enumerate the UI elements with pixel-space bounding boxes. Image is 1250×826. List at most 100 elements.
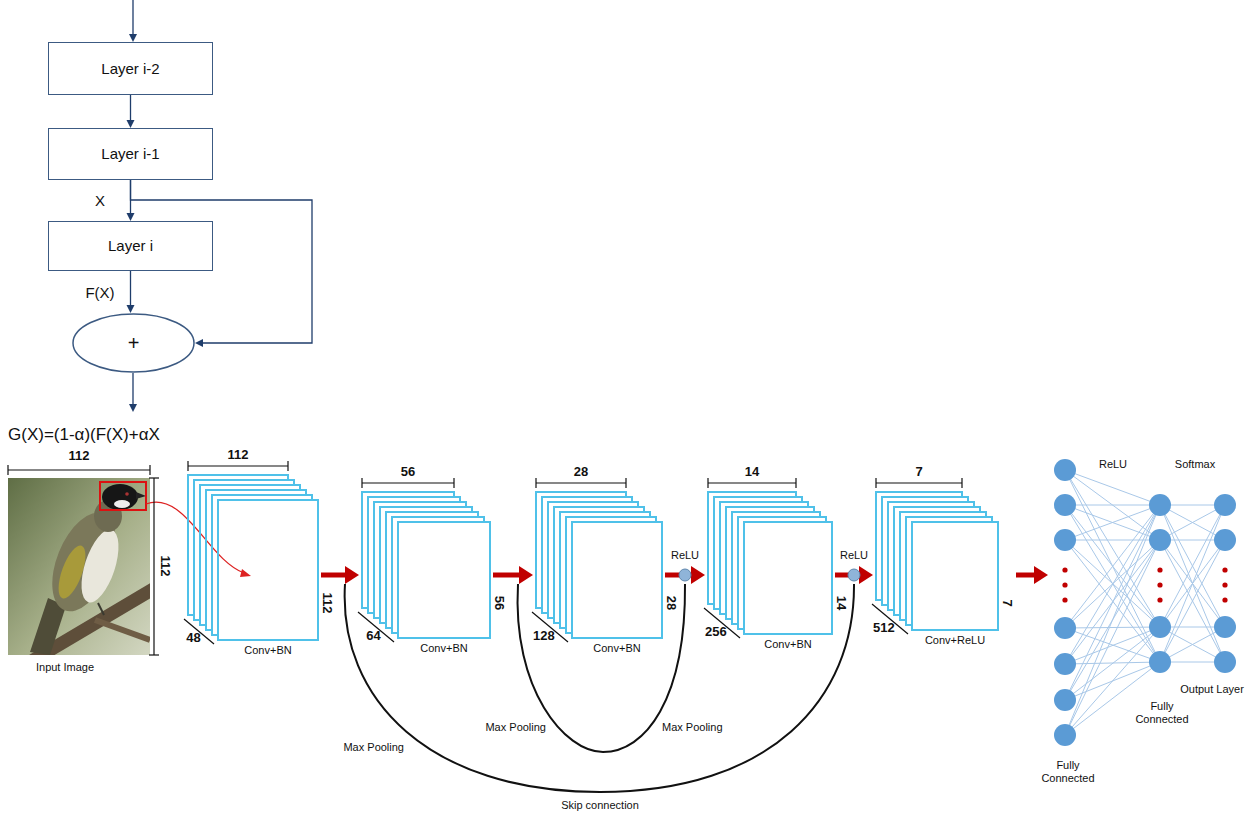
input-arrow	[132, 0, 133, 35]
flow-arrow-shaft	[493, 573, 520, 578]
layer-caption: Conv+BN	[244, 644, 291, 657]
layer-box: Layer i-1	[48, 128, 213, 180]
feature-map-stack: Conv+BN	[536, 492, 662, 638]
sum-ellipse: +	[72, 313, 195, 373]
neuron	[1214, 651, 1236, 673]
dimension-label: 14	[745, 464, 759, 480]
network-weight	[1065, 505, 1160, 627]
feature-maps	[362, 492, 490, 638]
skip-curve	[345, 584, 854, 792]
neuron	[1214, 529, 1236, 551]
bird-belly	[74, 525, 126, 607]
text-label: ReLU	[840, 549, 868, 562]
sum-symbol: +	[128, 331, 140, 355]
dimension-label: 256	[705, 624, 727, 640]
feature-map	[200, 485, 300, 625]
network-weight	[1065, 540, 1160, 627]
ellipsis-dot	[1222, 582, 1227, 587]
ellipsis-dot	[1062, 582, 1067, 587]
flow-arrow	[665, 566, 705, 584]
branch	[95, 620, 150, 640]
dimension-label: 48	[186, 630, 200, 646]
bird-head	[102, 484, 138, 510]
neuron	[1149, 651, 1171, 673]
dimension-label: 7	[999, 599, 1015, 606]
network-weight	[1065, 505, 1160, 628]
neuron	[1054, 653, 1076, 675]
feature-map	[732, 512, 820, 624]
ellipsis-dot	[1062, 597, 1067, 602]
network-weight	[1160, 505, 1225, 627]
layer-box: Layer i	[48, 221, 213, 271]
network-weight	[1065, 505, 1160, 506]
neuron	[1054, 494, 1076, 516]
feature-map	[542, 497, 632, 613]
feature-map-stack: Conv+BN	[708, 492, 832, 634]
flow-arrow	[493, 566, 533, 584]
feature-map	[566, 517, 656, 633]
neuron	[1149, 529, 1171, 551]
feature-map	[206, 490, 306, 630]
network-weight	[1160, 627, 1225, 662]
feature-map	[726, 507, 814, 619]
layer-caption: Conv+ReLU	[925, 634, 985, 647]
dimension-label: 128	[533, 628, 555, 644]
feature-map-front	[218, 500, 318, 640]
text-label: Fully Connected	[1131, 700, 1193, 726]
text-label: ReLU	[671, 549, 699, 562]
dimension-label: 28	[663, 596, 679, 610]
feature-map	[560, 512, 650, 628]
dimension-label: 56	[491, 596, 507, 610]
layer-box: Layer i-2	[48, 42, 213, 95]
text-label: G(X)=(1-α)(F(X)+αX	[8, 425, 160, 445]
feature-maps	[536, 492, 662, 638]
neuron	[1054, 459, 1076, 481]
arrow-head	[1034, 566, 1048, 584]
neuron	[1149, 616, 1171, 638]
network-weight	[1160, 505, 1225, 662]
network-weight	[1160, 540, 1225, 662]
feature-map	[392, 517, 484, 633]
arrow-head	[345, 566, 359, 584]
dense-network	[1054, 459, 1236, 746]
feature-map-stack: Conv+BN	[362, 492, 490, 638]
layer-name: Layer i-2	[101, 60, 159, 78]
network-weight	[1065, 627, 1160, 628]
network-weight	[1065, 505, 1160, 700]
feature-map	[362, 492, 454, 608]
arrow-head	[127, 305, 135, 313]
dimension-label: 56	[401, 464, 415, 480]
feature-map	[720, 502, 808, 614]
ellipsis-dot	[1157, 597, 1162, 602]
arrow-head	[691, 566, 705, 584]
ellipsis-dot	[1222, 567, 1227, 572]
text-label: Softmax	[1175, 458, 1215, 471]
feature-map	[212, 495, 312, 635]
ellipsis-dot	[1157, 582, 1162, 587]
output-arrow	[132, 373, 133, 405]
feature-map	[548, 502, 638, 618]
feature-map-front	[398, 522, 490, 638]
dimension-label: 112	[228, 447, 249, 463]
flow-arrow-shaft	[321, 573, 346, 578]
connector	[127, 95, 135, 128]
layer-caption: Conv+BN	[420, 642, 467, 655]
flow-arrow	[835, 566, 873, 584]
network-weight	[1065, 505, 1160, 664]
neuron	[1054, 617, 1076, 639]
dimension-label: 28	[574, 464, 588, 480]
dimension-label: 112	[157, 556, 173, 577]
arrow-head	[240, 569, 251, 577]
text-label: Max Pooling	[343, 741, 404, 754]
dimension-label: 7	[915, 464, 922, 480]
feature-maps	[188, 475, 318, 640]
feature-map	[374, 502, 466, 618]
feature-map	[708, 492, 796, 604]
relu-junction	[848, 569, 860, 581]
bird-eye	[125, 492, 129, 496]
connector-line	[130, 95, 131, 121]
ellipsis-dot	[1222, 597, 1227, 602]
bird-leg	[98, 603, 104, 615]
bird-beak	[136, 492, 146, 499]
